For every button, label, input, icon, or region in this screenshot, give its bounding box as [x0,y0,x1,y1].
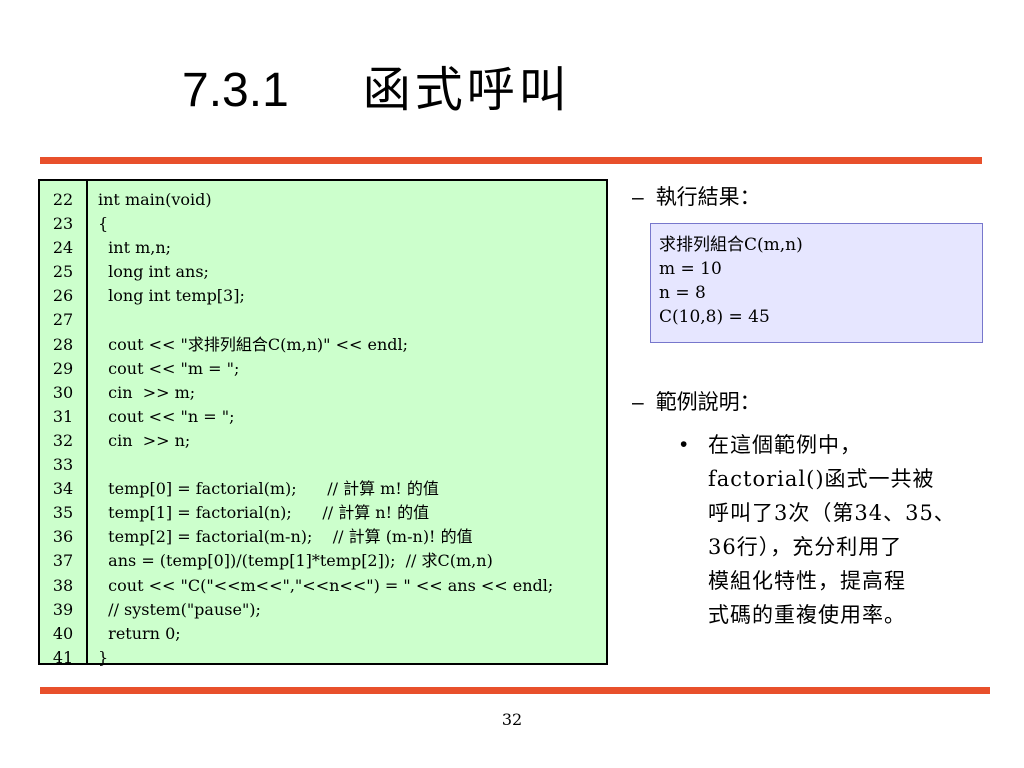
title-text: 函式呼叫 [362,62,571,118]
top-divider [40,157,982,164]
dash-marker: – [632,186,644,209]
line-number: 22 [52,190,74,209]
code-lines: int main(void) { int m,n; long int ans; l… [98,181,553,670]
explanation-line: 式碼的重複使用率。 [708,603,906,627]
slide-title: 7.3.1 函式呼叫 [182,50,571,120]
line-number: 38 [52,575,74,595]
code-line: long int temp[3]; [98,286,245,306]
line-number: 23 [52,214,74,234]
code-line: cout << "求排列組合C(m,n)" << endl; [98,334,409,354]
explanation-line: 在這個範例中， [708,433,862,457]
line-number: 31 [52,406,74,426]
code-line: cout << "C("<<m<<","<<n<<") = " << ans <… [98,575,554,595]
code-line: temp[1] = factorial(n); // 計算 n! 的值 [98,503,430,523]
code-line: return 0; [98,623,181,643]
output-line: 求排列組合C(m,n) [659,235,803,255]
line-number: 25 [52,262,74,282]
line-number: 36 [52,527,74,547]
result-heading: –執行結果： [632,181,761,211]
line-number: 30 [52,382,74,402]
line-number: 34 [52,479,74,499]
dash-marker: – [632,391,644,414]
explanation-heading-text: 範例說明： [655,390,761,414]
explanation-text: • 在這個範例中， factorial()函式一共被呼叫了3次（第34、35、 36… [680,428,1016,632]
line-number: 32 [52,430,74,450]
code-line: temp[0] = factorial(m); // 計算 m! 的值 [98,479,439,499]
code-listing: 22 23 24 25 26 27 28 29 30 31 32 33 34 35 36 37 38 39 40 41… [38,179,608,667]
output-line: C(10,8) = 45 [659,307,770,327]
line-number: 41 [52,647,74,667]
code-line: int main(void) [98,190,212,209]
code-line: cout << "n = "; [98,406,235,426]
code-line: cout << "m = "; [98,358,240,378]
output-line: m = 10 [659,259,722,279]
title-number: 7.3.1 [182,64,289,117]
line-number: 35 [52,503,74,523]
line-number: 24 [52,238,74,258]
code-line: { [98,214,109,234]
line-number: 27 [52,310,74,330]
line-number: 37 [52,551,74,571]
explanation-line: factorial()函式一共被 [708,467,935,491]
explanation-line: 36行），充分利用了 [708,535,903,559]
code-line: cin >> m; [98,382,196,402]
explanation-line: 模組化特性，提高程 [708,569,906,593]
code-line: long int ans; [98,262,209,282]
line-number: 29 [52,358,74,378]
code-line: } [98,647,109,667]
bottom-divider [40,687,990,694]
line-number: 40 [52,623,74,643]
code-line: cin >> n; [98,430,191,450]
line-number-gutter: 22 23 24 25 26 27 28 29 30 31 32 33 34 35 36 37 38 39 40 41 [40,181,88,667]
line-number: 28 [52,334,74,354]
output-line: n = 8 [659,283,706,303]
line-number: 39 [52,599,74,619]
bullet-dot: • [680,433,688,456]
result-heading-text: 執行結果： [655,185,761,209]
code-line: ans = (temp[0])/(temp[1]*temp[2]); // 求C… [98,551,493,571]
explanation-heading: –範例說明： [632,386,761,416]
line-number: 26 [52,286,74,306]
page-number: 32 [501,710,523,729]
code-line: temp[2] = factorial(m-n); // 計算 (m-n)! 的… [98,527,473,547]
code-line: // system("pause"); [98,599,261,619]
code-line [98,453,553,477]
explanation-line: 呼叫了3次（第34、35、 [708,501,956,525]
code-line [98,308,553,332]
code-line: int m,n; [98,238,172,258]
line-number: 33 [52,455,74,475]
program-output-box: 求排列組合C(m,n) m = 10 n = 8 C(10,8) = 45 [650,223,983,343]
